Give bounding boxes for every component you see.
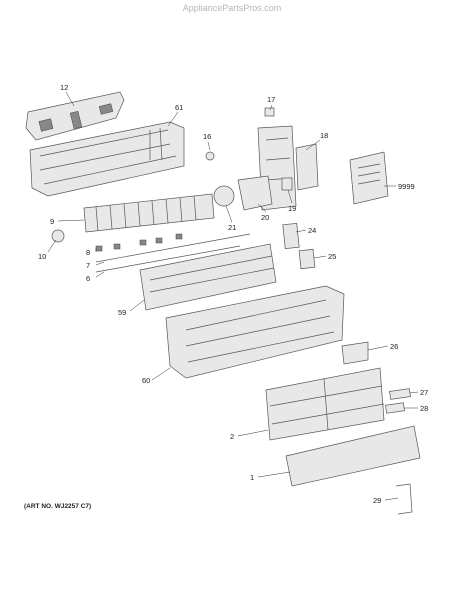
callout-29: 29 <box>373 496 381 505</box>
callout-20: 20 <box>261 213 269 222</box>
part-27-clip[interactable] <box>389 388 411 400</box>
part-26-panel[interactable] <box>341 341 369 365</box>
callout-8: 8 <box>86 248 90 257</box>
callout-16: 16 <box>203 132 211 141</box>
part-6-rod[interactable] <box>95 245 241 273</box>
part-16-knob[interactable] <box>205 151 215 161</box>
leader-lines <box>47 91 419 501</box>
part-7-rod[interactable] <box>95 233 251 263</box>
watermark: AppliancePartsPros.com <box>182 3 282 13</box>
callout-7: 7 <box>86 261 90 270</box>
part-12-mounting-plate[interactable] <box>25 91 125 141</box>
part-20-motor-bracket[interactable] <box>237 175 273 211</box>
part-17-block[interactable] <box>264 107 275 117</box>
callout-2: 2 <box>230 432 234 441</box>
part-59-evaporator[interactable] <box>139 243 277 311</box>
part-28-clip[interactable] <box>385 402 405 414</box>
callout-19: 19 <box>288 204 296 213</box>
callout-9: 9 <box>50 217 54 226</box>
part-24-bracket[interactable] <box>282 222 300 250</box>
part-2-filters[interactable] <box>265 367 385 441</box>
callout-9999: 9999 <box>398 182 415 191</box>
part-60-front-chassis[interactable] <box>165 285 345 379</box>
callout-24: 24 <box>308 226 316 235</box>
callout-25: 25 <box>328 252 336 261</box>
callout-21: 21 <box>228 223 236 232</box>
callout-17: 17 <box>267 95 275 104</box>
callout-61: 61 <box>175 103 183 112</box>
callout-59: 59 <box>118 308 126 317</box>
part-19-connector[interactable] <box>281 177 293 191</box>
part-29-bracket[interactable] <box>395 483 413 515</box>
callout-26: 26 <box>390 342 398 351</box>
callout-18: 18 <box>320 131 328 140</box>
part-1-front-cover[interactable] <box>285 425 421 487</box>
part-9999-panel[interactable] <box>349 151 389 205</box>
part-25-bracket[interactable] <box>298 248 316 270</box>
callout-27: 27 <box>420 388 428 397</box>
part-8-clips[interactable] <box>95 233 183 252</box>
art-number: (ART NO. WJ2257 C7) <box>24 503 92 510</box>
part-21-motor[interactable] <box>213 185 235 207</box>
callout-60: 60 <box>142 376 150 385</box>
callout-1: 1 <box>250 473 254 482</box>
callout-10: 10 <box>38 252 46 261</box>
callout-12: 12 <box>60 83 68 92</box>
callout-28: 28 <box>420 404 428 413</box>
part-61-chassis[interactable] <box>29 121 185 197</box>
callout-labels: 12 61 16 17 18 9999 9 21 20 19 8 7 6 10 … <box>38 83 428 505</box>
callout-6: 6 <box>86 274 90 283</box>
part-10-bearing[interactable] <box>51 229 65 243</box>
part-9-blower-wheel[interactable] <box>83 193 215 233</box>
